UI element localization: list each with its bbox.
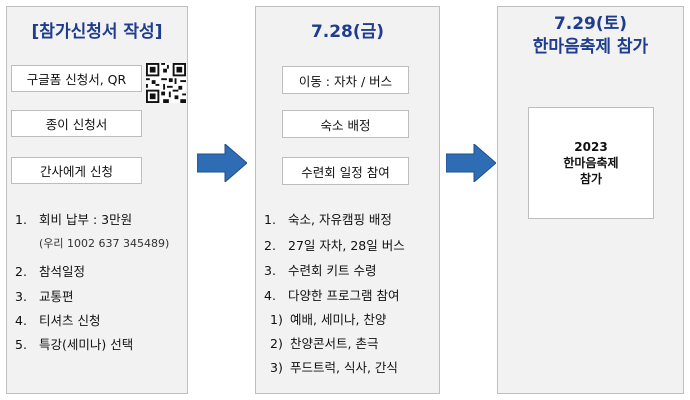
- list-item: 2.27일 자차, 28일 버스: [264, 238, 405, 253]
- festival-join: 참가: [579, 172, 603, 186]
- list-item: 2.참석일정: [15, 264, 86, 279]
- lodging-box: 숙소 배정: [282, 110, 409, 138]
- list-subitem: 3)푸드트럭, 식사, 간식: [270, 360, 398, 375]
- list-subitem: 2)찬양콘서트, 촌극: [270, 336, 379, 351]
- panel-title: [참가신청서 작성]: [31, 22, 163, 42]
- festival-box: 2023 한마음축제 참가: [528, 107, 654, 219]
- arrow-right-icon: [446, 144, 496, 182]
- retreat-schedule-box: 수련회 일정 참여: [282, 157, 409, 185]
- qr-code-icon: [146, 63, 186, 103]
- list-item: 3.수련회 키트 수령: [264, 263, 377, 278]
- festival-name: 한마음축제: [563, 156, 619, 170]
- list-item: 3.교통편: [15, 289, 74, 304]
- festival-year: 2023: [574, 140, 608, 154]
- panel-title-date: 7.29(토): [553, 14, 628, 34]
- arrow-right-icon: [197, 144, 247, 182]
- list-subitem: 1)예배, 세미나, 찬양: [270, 312, 387, 327]
- panel-title-event: 한마음축제 참가: [532, 37, 649, 57]
- list-item: 4.다양한 프로그램 참여: [264, 288, 400, 303]
- panel-application: [참가신청서 작성] 구글폼 신청서, QR 종이 신청서 간사에게 신청 1.…: [6, 6, 188, 394]
- google-form-box: 구글폼 신청서, QR: [11, 65, 142, 92]
- transport-box: 이동 : 자차 / 버스: [282, 66, 409, 94]
- panel-day-0728: 7.28(금) 이동 : 자차 / 버스 숙소 배정 수련회 일정 참여 1.숙…: [255, 6, 440, 394]
- paper-form-box: 종이 신청서: [11, 110, 142, 137]
- list-item: 4.티셔츠 신청: [15, 313, 101, 328]
- list-item: 1.숙소, 자유캠핑 배정: [264, 212, 392, 227]
- list-item: 1.회비 납부 : 3만원: [15, 212, 133, 227]
- list-item: 5.특강(세미나) 선택: [15, 337, 134, 352]
- list-item-account: (우리 1002 637 345489): [39, 237, 170, 250]
- secretary-apply-box: 간사에게 신청: [11, 157, 142, 184]
- panel-day-0729: 7.29(토) 한마음축제 참가 2023 한마음축제 참가: [497, 6, 684, 394]
- panel-title: 7.28(금): [310, 22, 385, 42]
